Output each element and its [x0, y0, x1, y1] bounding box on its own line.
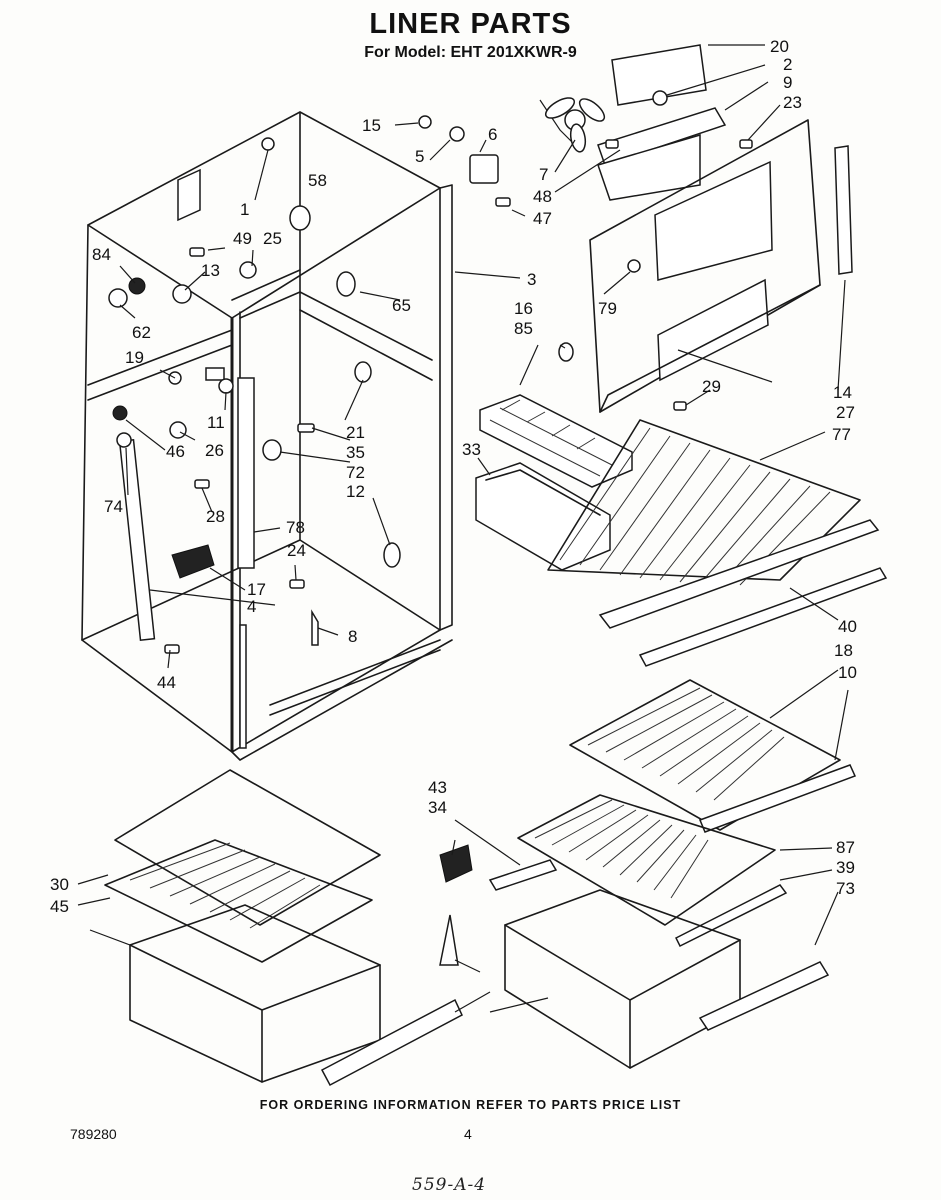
callout-10: 34	[428, 798, 447, 817]
evaporator-cover-assembly	[418, 44, 853, 413]
callout-26: 74	[104, 497, 123, 516]
callout-78: 17	[247, 580, 266, 599]
callout-3: 3	[527, 270, 536, 289]
callout-18: 10	[838, 663, 857, 682]
callout-48: 48	[533, 187, 552, 206]
ice-tray-bin-wire-shelf	[475, 394, 888, 667]
callout-11: 26	[205, 441, 224, 460]
callout-46: 12	[346, 482, 365, 501]
page-title: LINER PARTS	[369, 8, 572, 40]
ordering-note: FOR ORDERING INFORMATION REFER TO PARTS …	[259, 1098, 682, 1112]
callout-79: 79	[598, 299, 617, 318]
callout-33: 29	[702, 377, 721, 396]
callout-34a: 87	[836, 838, 855, 857]
callout-27b: 28	[206, 507, 225, 526]
callout-44: 43	[428, 778, 447, 797]
freezer-liner-cabinet	[81, 111, 453, 761]
document-number: 789280	[70, 1126, 117, 1142]
leader-lines	[77, 44, 849, 1013]
callout-1: 1	[240, 200, 249, 219]
callout-21: 46	[166, 442, 185, 461]
callout-47: 47	[533, 209, 552, 228]
callout-29: 11	[207, 413, 225, 432]
callout-labels: 20 2 9 23 15 5 6 1 58 7 48 47 49 25 84 1…	[50, 37, 857, 916]
callout-2: 2	[783, 55, 792, 74]
callout-58: 58	[308, 171, 327, 190]
callout-4a: 24	[287, 541, 306, 560]
callout-12: 27	[836, 403, 855, 422]
callout-15: 15	[362, 116, 381, 135]
callout-25: 25	[263, 229, 282, 248]
callout-43: 30	[50, 875, 69, 894]
callout-24: 4	[247, 597, 256, 616]
callout-84: 84	[92, 245, 111, 264]
callout-34b: 45	[50, 897, 69, 916]
callout-7: 7	[539, 165, 548, 184]
callout-40: 18	[834, 641, 853, 660]
crisper-assembly-left	[104, 769, 463, 1087]
callout-20: 20	[770, 37, 789, 56]
callout-65: 65	[392, 296, 411, 315]
callout-74: 77	[832, 425, 851, 444]
callout-8: 40	[838, 617, 857, 636]
callout-28: 78	[286, 518, 305, 537]
callout-14: 21	[346, 423, 365, 442]
callout-77: 72	[346, 463, 365, 482]
callout-6: 6	[488, 125, 497, 144]
callout-35: 33	[462, 440, 481, 459]
callout-49: 49	[233, 229, 252, 248]
callout-72: 14	[833, 383, 852, 402]
callout-4b: 44	[157, 673, 176, 692]
model-subtitle: For Model: EHT 201XKWR-9	[364, 44, 577, 61]
callout-17: 8	[348, 627, 357, 646]
callout-5: 5	[415, 147, 424, 166]
callout-23: 23	[783, 93, 802, 112]
callout-9: 9	[783, 73, 792, 92]
callout-19: 19	[125, 348, 144, 367]
callout-16: 16	[514, 299, 533, 318]
callout-39: 39	[836, 858, 855, 877]
crisper-assembly-right	[439, 794, 830, 1069]
callout-30a: 73	[836, 879, 855, 898]
callout-62: 62	[132, 323, 151, 342]
handwritten-reference: 559-A-4	[412, 1175, 487, 1195]
callout-13: 13	[201, 261, 220, 280]
callout-27a: 35	[346, 443, 365, 462]
page-number: 4	[464, 1126, 472, 1142]
callout-85: 85	[514, 319, 533, 338]
glass-shelf-assembly	[569, 679, 857, 833]
